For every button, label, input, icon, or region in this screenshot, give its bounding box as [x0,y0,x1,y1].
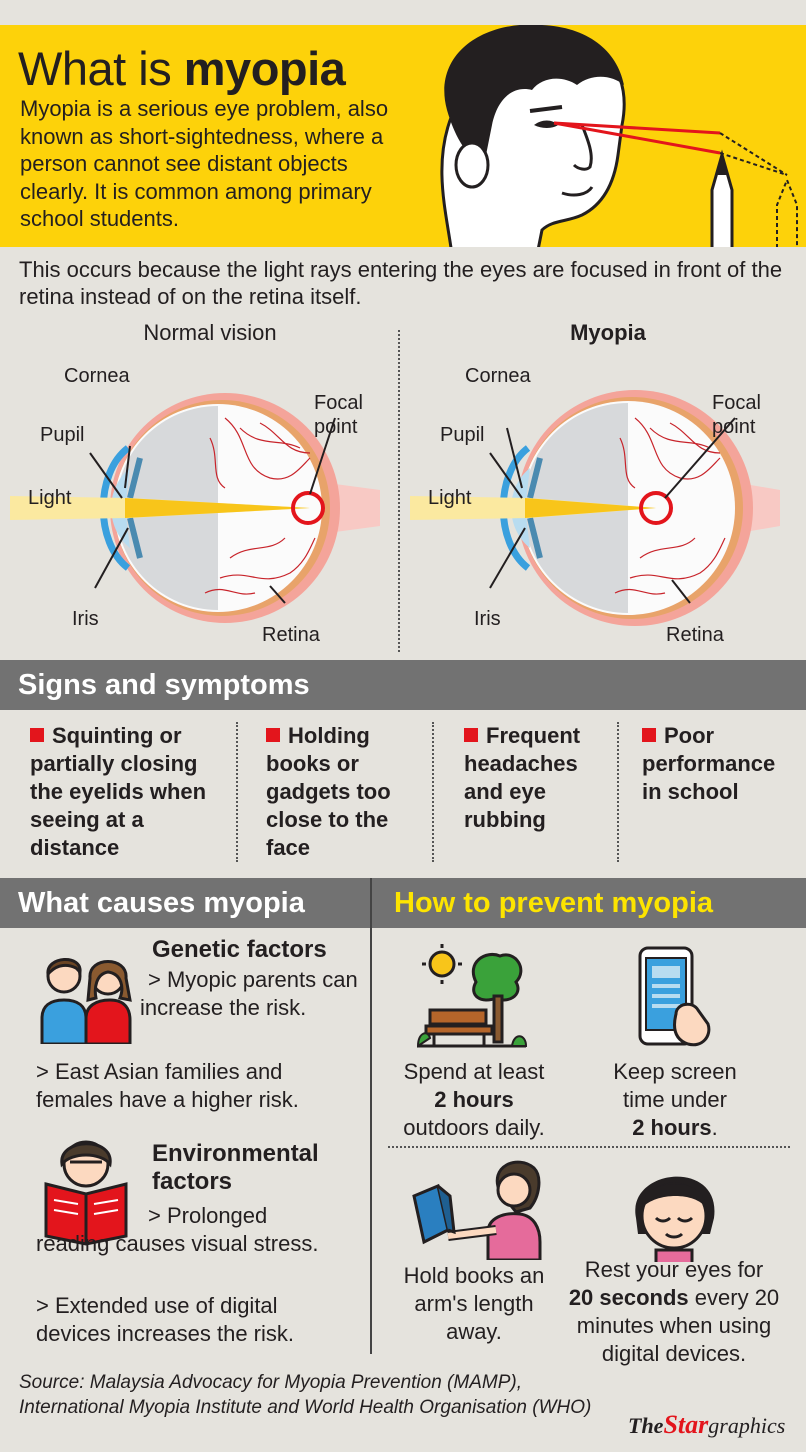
divider [236,722,238,862]
symptoms-heading-bar: Signs and symptoms [0,660,806,710]
myopic-eye-diagram [410,390,780,626]
parents-icon [40,958,132,1044]
pupil-label: Pupil [40,424,85,446]
source-note: Source: Malaysia Advocacy for Myopia Pre… [19,1372,592,1418]
pupil-label: Pupil [440,424,485,446]
cornea-label: Cornea [64,365,130,387]
environmental-factor-text: > Extended use of digital devices increa… [36,1293,294,1346]
symptom-item: Poor performance in school [642,723,776,804]
environmental-factors-heading: Environmental factors [152,1140,319,1195]
prevent-heading-bar: How to prevent myopia [372,878,806,928]
bullet-square-icon [464,728,478,742]
divider [617,722,619,862]
myopia-heading: Myopia [570,320,646,345]
genetic-factors-heading: Genetic factors [152,936,327,963]
header-panel: What is myopia Myopia is a serious eye p… [0,25,806,247]
focal-point-label: Focal point [712,392,761,438]
symptoms-heading: Signs and symptoms [18,669,310,701]
divider [388,1146,790,1148]
intro-text: Myopia is a serious eye problem, also kn… [20,96,389,231]
tip-book-distance: Hold books an arm's length away. [403,1263,545,1344]
reading-child-icon [44,1140,128,1246]
normal-eye-diagram [10,393,380,623]
genetic-factor-text: > East Asian families and females have a… [36,1059,299,1112]
divider [398,330,400,652]
genetic-factor-text: > Myopic parents can increase the risk. [140,967,358,1020]
outdoor-park-icon [416,944,528,1048]
retina-label: Retina [262,624,320,646]
reading-distance-icon [412,1160,542,1260]
focal-point-label: Focal point [314,392,363,438]
column-divider [370,878,372,1354]
normal-vision-heading: Normal vision [143,320,277,345]
iris-label: Iris [474,608,501,630]
environmental-factor-text: > Prolonged reading causes visual stress… [36,1203,319,1256]
smartphone-icon [638,946,711,1047]
boy-illustration [440,25,798,247]
bullet-square-icon [642,728,656,742]
resting-eyes-face-icon [635,1176,715,1262]
divider [432,722,434,862]
page-title: What is myopia [18,42,346,95]
bullet-square-icon [266,728,280,742]
thestar-graphics-logo: TheStargraphics [628,1410,786,1439]
symptom-item: Frequent headaches and eye rubbing [464,723,581,832]
light-label: Light [428,487,472,509]
symptom-item: Squinting or partially closing the eyeli… [30,723,207,860]
symptom-item: Holding books or gadgets too close to th… [266,723,391,860]
iris-label: Iris [72,608,99,630]
explanation-text: This occurs because the light rays enter… [19,257,783,309]
causes-heading-bar: What causes myopia [0,878,370,928]
bullet-square-icon [30,728,44,742]
causes-heading: What causes myopia [18,887,305,919]
light-label: Light [28,487,72,509]
prevent-heading: How to prevent myopia [394,887,714,919]
eye-diagrams: Normal vision Myopia [0,318,806,658]
cornea-label: Cornea [465,365,531,387]
retina-label: Retina [666,624,724,646]
